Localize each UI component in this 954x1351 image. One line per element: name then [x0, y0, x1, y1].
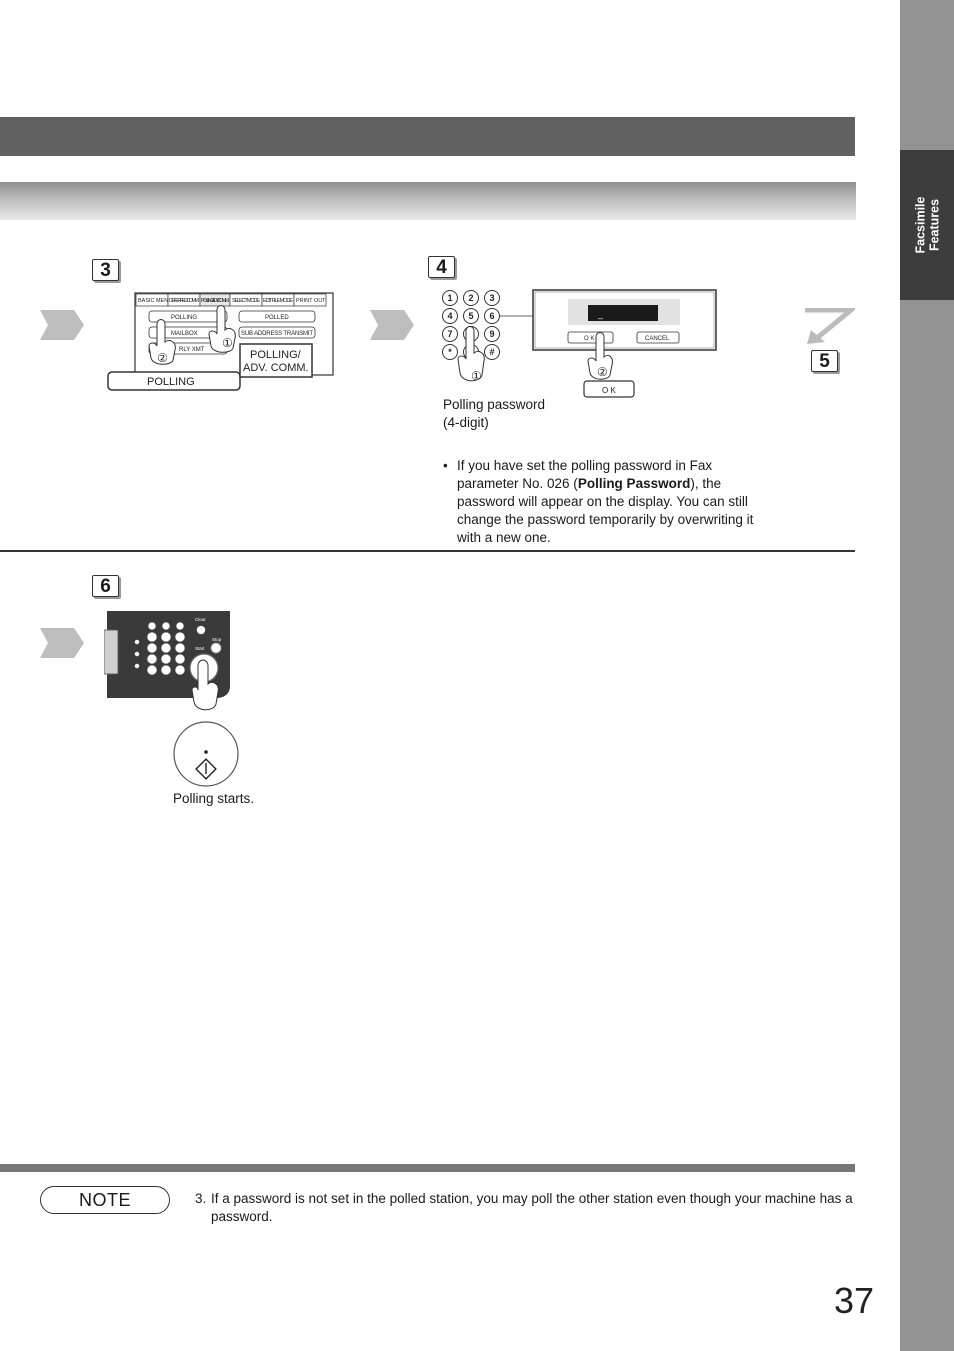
section-tab-line2: Features [927, 198, 942, 252]
section-divider [0, 550, 855, 552]
note-label-text: NOTE [78, 1189, 131, 1210]
note-list: 3. If a password is not set in the polle… [195, 1190, 860, 1226]
zoom-polling-button: POLLING [147, 376, 195, 388]
goto-step-arrow-icon [805, 308, 855, 344]
step-4-number: 4 [436, 256, 447, 278]
display-marker-2: ② [597, 365, 608, 379]
control-panel-illustration: Clear Stop Start [104, 611, 230, 711]
password-caption: Polling password (4-digit) [443, 396, 545, 432]
screen-tab-select-mode: SELECT MODE [232, 298, 260, 304]
bullet-text: If you have set the polling password in … [457, 457, 763, 547]
key-7: 7 [447, 329, 452, 339]
marker-1: ① [222, 336, 233, 350]
note-item: 3. If a password is not set in the polle… [195, 1190, 860, 1226]
screen-btn-polled: POLLED [265, 315, 289, 321]
key-2: 2 [468, 293, 473, 303]
screen-btn-mailbox: MAILBOX [171, 331, 198, 337]
step-5-badge: 5 [811, 350, 838, 372]
screen-tab-deferred: DEFERRED COMM. [169, 298, 199, 304]
key-1: 1 [447, 293, 452, 303]
step-4-badge: 4 [428, 256, 455, 278]
step-5-number: 5 [819, 350, 830, 372]
key-star: * [448, 347, 452, 357]
step-6-badge: 6 [92, 575, 119, 597]
screen-btn-rly-xmt: RLY XMT [179, 347, 205, 353]
display-cancel: CANCEL [645, 336, 670, 342]
bullet-prefix: If you have set the polling password in … [457, 458, 713, 491]
touch-screen-illustration: BASIC MENU DEFERRED COMM. POLLING/ ADV.C… [107, 292, 334, 391]
bullet-bold: Polling Password [577, 476, 691, 491]
panel-label-clear: Clear [195, 617, 206, 622]
note-label: NOTE [40, 1186, 170, 1214]
note-item-number: 3. [195, 1191, 207, 1206]
password-caption-line2: (4-digit) [443, 415, 489, 430]
screen-btn-polling: POLLING [171, 315, 197, 321]
key-4: 4 [447, 311, 452, 321]
zoom-tab-line1: POLLING/ [250, 349, 302, 361]
key-3: 3 [489, 293, 494, 303]
section-tab [900, 150, 954, 300]
marker-2: ② [157, 351, 168, 365]
key-6: 6 [489, 311, 494, 321]
polling-starts-caption: Polling starts. [173, 791, 255, 806]
screen-tab-edit-file: EDIT FILE MODE [263, 298, 293, 304]
section-tab-label: Facsimile Features [900, 150, 954, 300]
page-number: 37 [834, 1280, 875, 1321]
step-3-arrow-icon [40, 310, 84, 340]
display-ok: O K [584, 336, 594, 342]
key-hash: # [489, 347, 494, 357]
step-6-arrow-icon [40, 628, 84, 658]
key-5: 5 [468, 311, 473, 321]
note-item-text: If a password is not set in the polled s… [211, 1191, 853, 1224]
step-6-number: 6 [100, 575, 111, 597]
step-4-arrow-icon [370, 310, 414, 340]
step-3-badge: 3 [92, 259, 119, 281]
step-3-number: 3 [100, 259, 111, 281]
header-bar [0, 117, 855, 156]
password-note: • If you have set the polling password i… [443, 457, 763, 547]
panel-label-start: Start [195, 646, 205, 651]
keypad-marker-1: ① [471, 369, 482, 383]
key-9: 9 [489, 329, 494, 339]
start-button-icon [173, 721, 239, 787]
section-tab-line1: Facsimile [913, 196, 928, 254]
bullet-dot: • [443, 458, 448, 473]
zoom-tab-line2: ADV. COMM. [243, 362, 309, 374]
screen-tab-basic-menu: BASIC MENU [138, 298, 172, 304]
screen-tab-print-out: PRINT OUT [296, 298, 326, 304]
bullet-suffix: ), the password will appear on the displ… [457, 476, 754, 545]
screen-btn-sub-address: SUB ADDRESS TRANSMIT [241, 331, 313, 337]
bottom-bar [0, 1164, 855, 1172]
keypad-display-illustration: 1 2 3 4 5 6 7 8 9 * 0 # ① _ O K CANCEL ②… [442, 289, 717, 398]
ok-button-zoom: O K [602, 386, 616, 395]
screen-tab-polling: POLLING/ ADV.COMM. [201, 298, 230, 304]
password-caption-line1: Polling password [443, 397, 546, 412]
subheader-bar [0, 182, 856, 220]
panel-label-stop: Stop [212, 637, 222, 642]
display-cursor: _ [597, 309, 604, 319]
